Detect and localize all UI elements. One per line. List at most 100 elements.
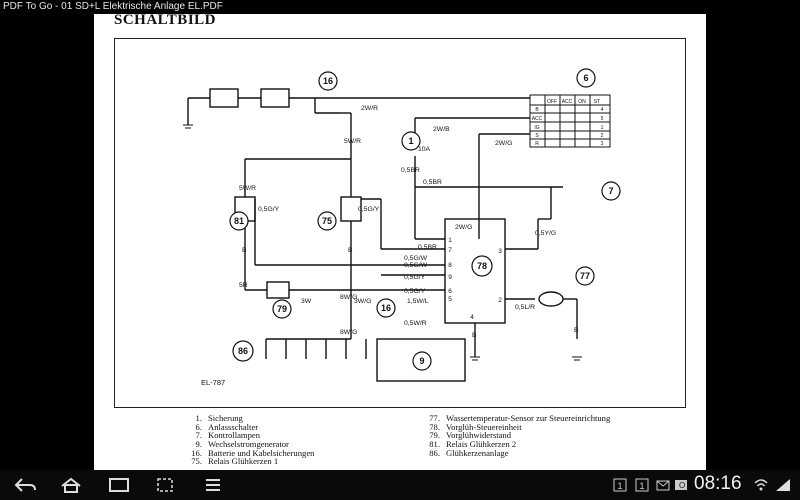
- svg-text:1: 1: [617, 481, 622, 491]
- switch-row: S: [535, 133, 539, 139]
- label-78: 78: [477, 261, 487, 271]
- legend-item: 9.Wechselstromgenerator: [195, 439, 289, 450]
- label-86: 86: [238, 346, 248, 356]
- switch-row: IG: [534, 125, 539, 131]
- wire-label: 0,5G/W: [404, 255, 428, 262]
- ecu-pin: 5: [448, 296, 452, 303]
- screenshot-icon[interactable]: [150, 470, 180, 500]
- switch-pin: 4: [601, 107, 604, 113]
- wire-label: 5W/R: [239, 185, 256, 192]
- ecu-pin: 1: [448, 237, 452, 244]
- pdf-page: SCHALTBILD: [94, 14, 706, 470]
- page-curl-mark-icon: ◟: [670, 354, 677, 371]
- home-icon[interactable]: [54, 470, 88, 500]
- legend-column-1: 1.Sicherung 6.Anlassschalter 7.Kontrolla…: [182, 414, 314, 466]
- wire-label: 0,5G/Y: [358, 206, 380, 213]
- component-79: [272, 299, 292, 319]
- menu-icon[interactable]: [198, 470, 228, 500]
- component-9: [412, 351, 432, 371]
- status-clock: 08:16: [694, 473, 742, 494]
- component-6: [576, 68, 596, 88]
- wire-label: 0,5G/Y: [258, 206, 280, 213]
- component-81: [229, 211, 249, 231]
- page-title: SCHALTBILD: [114, 14, 216, 28]
- wire-label: 0,5BR: [401, 167, 420, 174]
- wire-label: 2W/R: [361, 105, 378, 112]
- ignition-switch-table: [529, 94, 611, 148]
- legend-item: 16.Batterie und Kabelsicherungen: [191, 447, 315, 458]
- wire-label: B: [472, 332, 477, 339]
- page-curl-mark-icon: ◟: [668, 102, 675, 119]
- pdf-viewer[interactable]: SCHALTBILD: [0, 14, 800, 470]
- email-icon[interactable]: [654, 470, 672, 500]
- notification-2-icon[interactable]: 1: [632, 470, 652, 500]
- label-6: 6: [583, 73, 588, 83]
- figure-code: EL-787: [201, 378, 225, 387]
- switch-pin: 3: [601, 141, 604, 147]
- ecu-pin: 7: [448, 247, 452, 254]
- wire-label: B: [242, 247, 247, 254]
- wire-label: 0,5G/W: [404, 262, 428, 269]
- legend-item: 6.Anlassschalter: [195, 421, 259, 432]
- label-16: 16: [323, 76, 333, 86]
- legend-item: 78.Vorglüh-Steuereinheit: [429, 421, 522, 432]
- wire-label: 8W/G: [340, 294, 357, 301]
- wire-label: 0,5BR: [418, 244, 437, 251]
- notification-1-icon[interactable]: 1: [610, 470, 630, 500]
- label-75: 75: [322, 216, 332, 226]
- wire-label: 0,5G/Y: [404, 274, 426, 281]
- ecu-pin: 9: [448, 274, 452, 281]
- ecu-pin: 2: [498, 297, 502, 304]
- wire-label: 5R: [239, 282, 248, 289]
- wire-label: 0,5BR: [423, 179, 442, 186]
- recent-apps-icon[interactable]: [102, 470, 136, 500]
- component-16-bottom: [376, 298, 396, 318]
- wiring-schematic: 16 6 1 7 81 75 78 77 79 16 86 9 2W/R 5W/…: [183, 68, 621, 387]
- component-16-top: [318, 71, 338, 91]
- wire-label: 2W/G: [455, 224, 472, 231]
- legend-item: 1.Sicherung: [195, 413, 243, 423]
- legend: 1.Sicherung 6.Anlassschalter 7.Kontrolla…: [94, 414, 706, 470]
- back-icon[interactable]: [8, 470, 42, 500]
- ecu-pin: 3: [498, 248, 502, 255]
- legend-item: 7.Kontrollampen: [195, 430, 261, 441]
- wire-label: 10A: [418, 146, 431, 153]
- wifi-icon: [752, 470, 770, 500]
- label-79: 79: [277, 304, 287, 314]
- wire-label: 8W/G: [340, 329, 357, 336]
- switch-pin: 2: [601, 133, 604, 139]
- legend-item: 75.Relais Glühkerzen 1: [191, 456, 279, 467]
- android-system-bar: 1 1 O 08:16: [0, 470, 800, 500]
- legend-item: 77.Wassertemperatur-Sensor zur Steuerein…: [429, 413, 611, 423]
- label-7: 7: [608, 186, 613, 196]
- label-9: 9: [419, 356, 424, 366]
- switch-pin: 5: [601, 116, 604, 122]
- switch-header: OFF: [547, 99, 557, 105]
- wire-label: 2W/G: [495, 140, 512, 147]
- switch-row: R: [535, 141, 539, 147]
- wire-label: 2W/B: [433, 126, 450, 133]
- wire-label: B: [574, 327, 579, 334]
- switch-pin: 1: [601, 125, 604, 131]
- label-81: 81: [234, 216, 244, 226]
- switch-header: ST: [594, 99, 600, 105]
- component-86: [232, 340, 254, 362]
- component-1: [401, 131, 421, 151]
- ecu-pin: 6: [448, 288, 452, 295]
- label-77: 77: [580, 271, 590, 281]
- wire-label: 0,5G/Y: [404, 288, 426, 295]
- legend-item: 81.Relais Glühkerzen 2: [429, 439, 517, 450]
- outlook-icon[interactable]: O: [672, 470, 690, 500]
- svg-text:O: O: [679, 481, 685, 490]
- switch-header: ON: [578, 99, 586, 105]
- component-75: [317, 211, 337, 231]
- wire-label: 3W/G: [354, 298, 371, 305]
- component-78: [471, 255, 493, 277]
- switch-header: ACC: [562, 99, 573, 105]
- legend-item: 79.Vorglühwiderstand: [429, 430, 512, 441]
- wire-label: 0,5W/R: [404, 320, 427, 327]
- wire-label: 0,5Y/G: [535, 230, 556, 237]
- signal-icon: [772, 470, 794, 500]
- legend-column-2: 77.Wassertemperatur-Sensor zur Steuerein…: [424, 414, 610, 457]
- legend-item: 86.Glühkerzenanlage: [429, 447, 509, 458]
